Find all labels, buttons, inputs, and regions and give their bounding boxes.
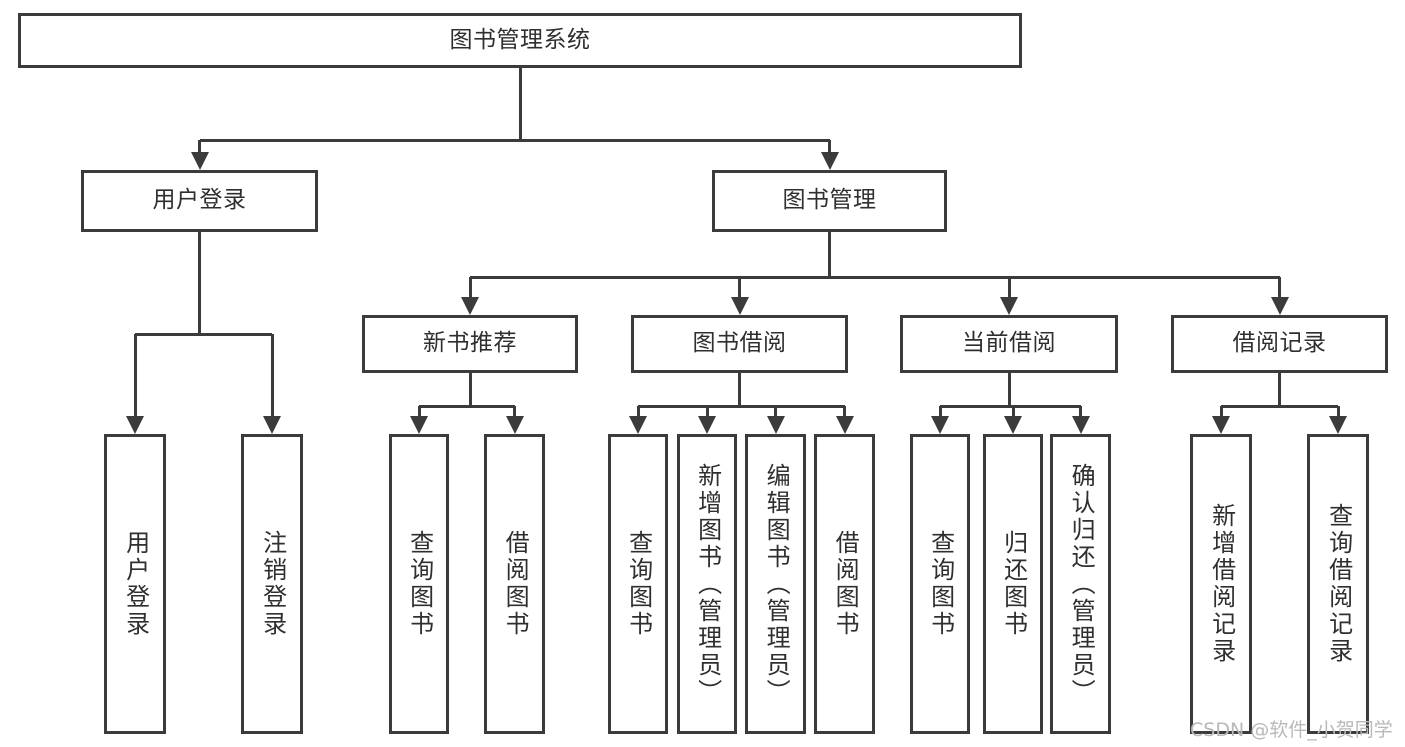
connector-vertical bbox=[519, 68, 522, 140]
arrowhead-icon bbox=[931, 416, 949, 434]
arrowhead-icon bbox=[1271, 297, 1289, 315]
connector-horizontal bbox=[419, 405, 515, 408]
connector-vertical bbox=[1220, 406, 1223, 420]
arrowhead-icon bbox=[1072, 416, 1090, 434]
node-new-book-recommend[interactable]: 新书推荐 bbox=[362, 315, 578, 373]
node-book-management[interactable]: 图书管理 bbox=[712, 170, 947, 232]
leaf-node-label: 查询图书 bbox=[405, 530, 434, 638]
connector-vertical bbox=[1337, 406, 1340, 420]
leaf-node-label: 归还图书 bbox=[999, 530, 1028, 638]
leaf-node[interactable]: 新增图书（管理员） bbox=[677, 434, 737, 734]
leaf-node[interactable]: 查询借阅记录 bbox=[1307, 434, 1369, 734]
connector-horizontal bbox=[199, 139, 830, 142]
leaf-node-label: 新增借阅记录 bbox=[1207, 503, 1236, 665]
arrowhead-icon bbox=[698, 416, 716, 434]
connector-vertical bbox=[1278, 277, 1281, 301]
connector-horizontal bbox=[940, 405, 1081, 408]
leaf-node[interactable]: 确认归还（管理员） bbox=[1050, 434, 1111, 734]
connector-vertical bbox=[198, 232, 201, 334]
arrowhead-icon bbox=[821, 152, 839, 170]
leaf-node[interactable]: 借阅图书 bbox=[484, 434, 545, 734]
connector-vertical bbox=[1278, 373, 1281, 406]
leaf-node[interactable]: 查询图书 bbox=[910, 434, 970, 734]
leaf-node[interactable]: 用户登录 bbox=[104, 434, 166, 734]
leaf-node-label: 查询借阅记录 bbox=[1324, 503, 1353, 665]
node-current-borrow-label: 当前借阅 bbox=[962, 330, 1056, 357]
connector-vertical bbox=[637, 406, 640, 420]
arrowhead-icon bbox=[629, 416, 647, 434]
arrowhead-icon bbox=[767, 416, 785, 434]
leaf-node[interactable]: 注销登录 bbox=[241, 434, 303, 734]
leaf-node[interactable]: 归还图书 bbox=[983, 434, 1043, 734]
leaf-node[interactable]: 查询图书 bbox=[389, 434, 449, 734]
node-borrow-record[interactable]: 借阅记录 bbox=[1171, 315, 1388, 373]
arrowhead-icon bbox=[1000, 297, 1018, 315]
node-user-login[interactable]: 用户登录 bbox=[81, 170, 318, 232]
connector-vertical bbox=[706, 406, 709, 420]
connector-horizontal bbox=[638, 405, 845, 408]
arrowhead-icon bbox=[263, 416, 281, 434]
leaf-node[interactable]: 编辑图书（管理员） bbox=[745, 434, 806, 734]
node-root-label: 图书管理系统 bbox=[449, 26, 591, 53]
connector-vertical bbox=[134, 334, 137, 420]
connector-vertical bbox=[1012, 406, 1015, 420]
connector-horizontal bbox=[135, 333, 272, 336]
connector-vertical bbox=[271, 334, 274, 420]
node-borrow-record-label: 借阅记录 bbox=[1232, 330, 1327, 357]
connector-vertical bbox=[469, 277, 472, 301]
leaf-node[interactable]: 借阅图书 bbox=[814, 434, 875, 734]
leaf-node-label: 注销登录 bbox=[258, 530, 287, 638]
leaf-node-label: 用户登录 bbox=[121, 530, 150, 638]
connector-vertical bbox=[828, 232, 831, 277]
arrowhead-icon bbox=[731, 297, 749, 315]
leaf-node-label: 编辑图书（管理员） bbox=[762, 462, 791, 706]
leaf-node-label: 确认归还（管理员） bbox=[1067, 462, 1096, 706]
connector-vertical bbox=[843, 406, 846, 420]
connector-horizontal bbox=[1221, 405, 1338, 408]
arrowhead-icon bbox=[836, 416, 854, 434]
node-root[interactable]: 图书管理系统 bbox=[18, 13, 1022, 68]
arrowhead-icon bbox=[461, 297, 479, 315]
leaf-node[interactable]: 新增借阅记录 bbox=[1190, 434, 1252, 734]
connector-horizontal bbox=[470, 276, 1280, 279]
connector-vertical bbox=[774, 406, 777, 420]
arrowhead-icon bbox=[191, 152, 209, 170]
node-new-book-recommend-label: 新书推荐 bbox=[423, 330, 517, 357]
connector-vertical bbox=[418, 406, 421, 420]
leaf-node-label: 借阅图书 bbox=[831, 530, 860, 638]
arrowhead-icon bbox=[126, 416, 144, 434]
arrowhead-icon bbox=[1004, 416, 1022, 434]
connector-vertical bbox=[828, 140, 831, 156]
arrowhead-icon bbox=[506, 416, 524, 434]
node-book-borrow-label: 图书借阅 bbox=[692, 330, 787, 357]
connector-vertical bbox=[198, 140, 201, 156]
leaf-node-label: 借阅图书 bbox=[501, 530, 530, 638]
node-book-borrow[interactable]: 图书借阅 bbox=[631, 315, 848, 373]
connector-vertical bbox=[469, 373, 472, 406]
arrowhead-icon bbox=[1329, 416, 1347, 434]
connector-vertical bbox=[1008, 277, 1011, 301]
node-current-borrow[interactable]: 当前借阅 bbox=[900, 315, 1118, 373]
leaf-node[interactable]: 查询图书 bbox=[608, 434, 668, 734]
connector-vertical bbox=[738, 373, 741, 406]
connector-vertical bbox=[1079, 406, 1082, 420]
csdn-watermark: CSDN @软件_小贺同学 bbox=[1190, 719, 1393, 741]
connector-vertical bbox=[738, 277, 741, 301]
connector-vertical bbox=[939, 406, 942, 420]
connector-vertical bbox=[513, 406, 516, 420]
arrowhead-icon bbox=[410, 416, 428, 434]
leaf-node-label: 查询图书 bbox=[624, 530, 653, 638]
arrowhead-icon bbox=[1212, 416, 1230, 434]
leaf-node-label: 新增图书（管理员） bbox=[693, 462, 722, 706]
node-user-login-label: 用户登录 bbox=[152, 187, 247, 214]
leaf-node-label: 查询图书 bbox=[926, 530, 955, 638]
node-book-management-label: 图书管理 bbox=[782, 187, 877, 214]
connector-vertical bbox=[1008, 373, 1011, 406]
